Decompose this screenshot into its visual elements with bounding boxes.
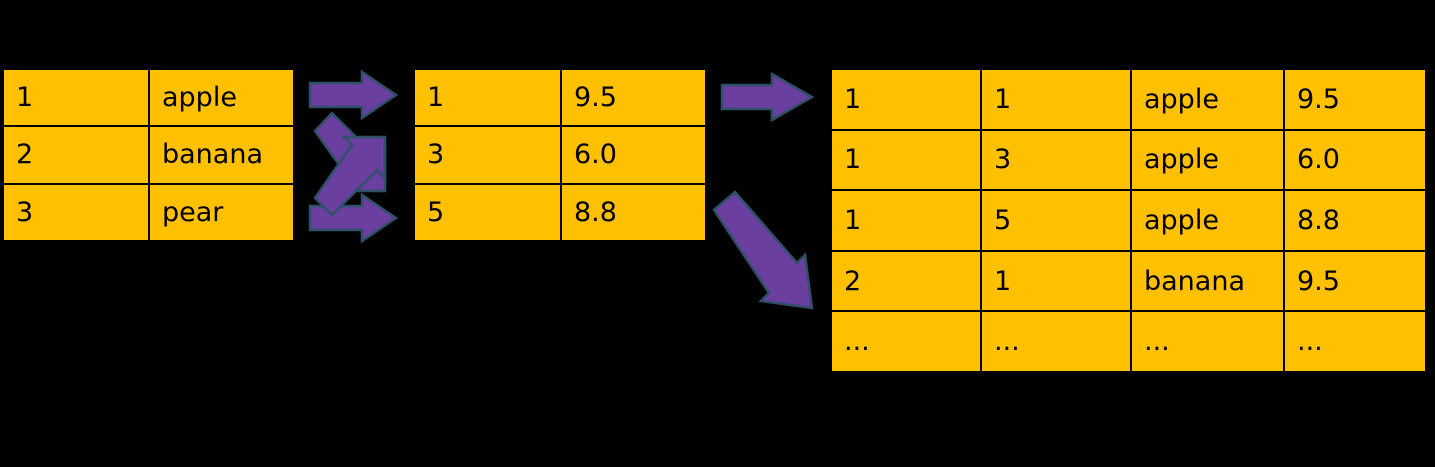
cell: 6.0	[560, 125, 707, 185]
arrow-diagonal-down-icon	[313, 111, 387, 193]
table-row: 1 1 apple 9.5	[830, 68, 1427, 131]
source-table: 1 apple 2 banana 3 pear	[2, 67, 295, 243]
cell: ...	[980, 310, 1132, 373]
cell: apple	[1130, 68, 1285, 131]
table-row: 2 banana	[2, 125, 295, 185]
cell: banana	[148, 125, 295, 185]
table-row: 1 9.5	[413, 67, 707, 128]
cell: 1	[413, 67, 562, 128]
arrow-result-horizontal-icon	[720, 71, 815, 123]
cell: 1	[830, 128, 982, 192]
cell: ...	[830, 310, 982, 373]
table-row: 2 1 banana 9.5	[830, 249, 1427, 313]
cell: 6.0	[1283, 128, 1427, 192]
ratings-table: 1 9.5 3 6.0 5 8.8	[413, 67, 707, 243]
cell: ...	[1283, 310, 1427, 373]
table-row: 1 apple	[2, 67, 295, 128]
table-row: 5 8.8	[413, 182, 707, 243]
cell: pear	[148, 182, 295, 243]
cell: 8.8	[560, 182, 707, 243]
cell: apple	[1130, 128, 1285, 192]
cell: 2	[2, 125, 150, 185]
cell: 9.5	[560, 67, 707, 128]
cell: 5	[980, 189, 1132, 252]
table-row: 3 6.0	[413, 125, 707, 185]
cell: 2	[830, 249, 982, 313]
cell: 9.5	[1283, 68, 1427, 131]
cell: 1	[980, 68, 1132, 131]
cell: apple	[1130, 189, 1285, 252]
cell: 3	[413, 125, 562, 185]
cell: 9.5	[1283, 249, 1427, 313]
cell: ...	[1130, 310, 1285, 373]
cell: apple	[148, 67, 295, 128]
table-row: 3 pear	[2, 182, 295, 243]
cell: 5	[413, 182, 562, 243]
cell: 8.8	[1283, 189, 1427, 252]
cell: 1	[980, 249, 1132, 313]
table-row: ... ... ... ...	[830, 310, 1427, 373]
table-row: 1 5 apple 8.8	[830, 189, 1427, 252]
cell: 1	[830, 68, 982, 131]
arrow-bottom-horizontal-icon	[308, 192, 399, 244]
cell: 1	[830, 189, 982, 252]
arrow-top-horizontal-icon	[308, 69, 399, 121]
cell: 3	[2, 182, 150, 243]
cell: 1	[2, 67, 150, 128]
result-table: 1 1 apple 9.5 1 3 apple 6.0 1 5 apple 8.…	[830, 68, 1427, 373]
arrow-diagonal-up-icon	[313, 135, 387, 217]
cell: banana	[1130, 249, 1285, 313]
table-row: 1 3 apple 6.0	[830, 128, 1427, 192]
cell: 3	[980, 128, 1132, 192]
arrow-result-diagonal-icon	[712, 190, 814, 310]
